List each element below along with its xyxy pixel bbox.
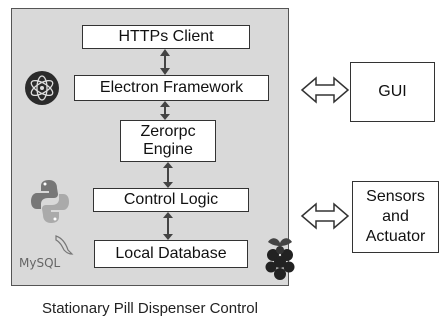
https-client-block: HTTPs Client xyxy=(82,25,250,49)
control-logic-block: Control Logic xyxy=(93,188,249,212)
and-label: and xyxy=(382,208,409,225)
actuator-label: Actuator xyxy=(365,228,426,245)
control-logic-label: Control Logic xyxy=(123,191,219,208)
electron-logo-icon xyxy=(25,71,59,105)
raspberry-pi-icon xyxy=(265,238,295,280)
mysql-dolphin-icon xyxy=(55,235,74,255)
mysql-logo-text: MySQL xyxy=(19,256,61,270)
diagram-caption: Stationary Pill Dispenser Control xyxy=(42,300,258,317)
arrow-panel-sensors xyxy=(300,202,350,230)
arrow-control-database xyxy=(163,212,173,240)
local-database-label: Local Database xyxy=(115,245,227,262)
electron-framework-label: Electron Framework xyxy=(99,79,244,96)
arrow-zerorpc-control xyxy=(163,162,173,188)
https-client-label: HTTPs Client xyxy=(118,28,214,45)
gui-label: GUI xyxy=(378,83,407,100)
local-database-block: Local Database xyxy=(94,240,248,268)
electron-framework-block: Electron Framework xyxy=(74,75,269,101)
python-logo-icon xyxy=(31,180,69,223)
arrow-https-electron xyxy=(160,49,170,75)
arrow-panel-gui xyxy=(300,76,350,104)
zerorpc-label: Zerorpc xyxy=(140,123,196,140)
sensors-label: Sensors xyxy=(366,188,425,205)
engine-label: Engine xyxy=(143,141,193,158)
sensors-actuator-box: Sensors and Actuator xyxy=(352,181,439,253)
zerorpc-engine-block: Zerorpc Engine xyxy=(120,120,216,162)
gui-box: GUI xyxy=(350,62,435,122)
arrow-electron-zerorpc xyxy=(160,101,170,120)
